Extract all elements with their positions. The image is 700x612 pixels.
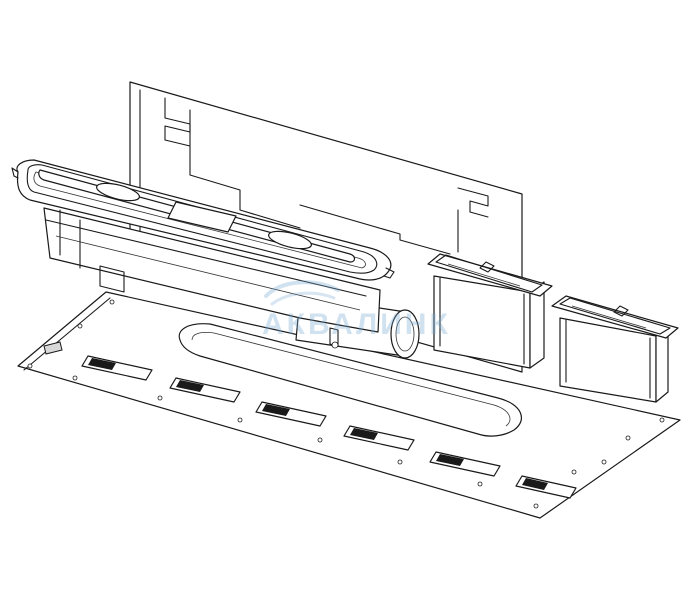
marking-label xyxy=(429,451,501,477)
base-plate xyxy=(17,291,681,519)
marking-label xyxy=(515,475,577,499)
marking-label xyxy=(255,401,327,427)
control-box-1 xyxy=(427,253,553,369)
control-box-2 xyxy=(551,295,679,403)
marking-labels xyxy=(81,355,577,499)
base-plate-holes xyxy=(27,299,665,509)
marking-label xyxy=(343,425,415,451)
marking-label xyxy=(81,355,153,381)
marking-label xyxy=(169,377,241,403)
drain-trough xyxy=(11,159,395,333)
